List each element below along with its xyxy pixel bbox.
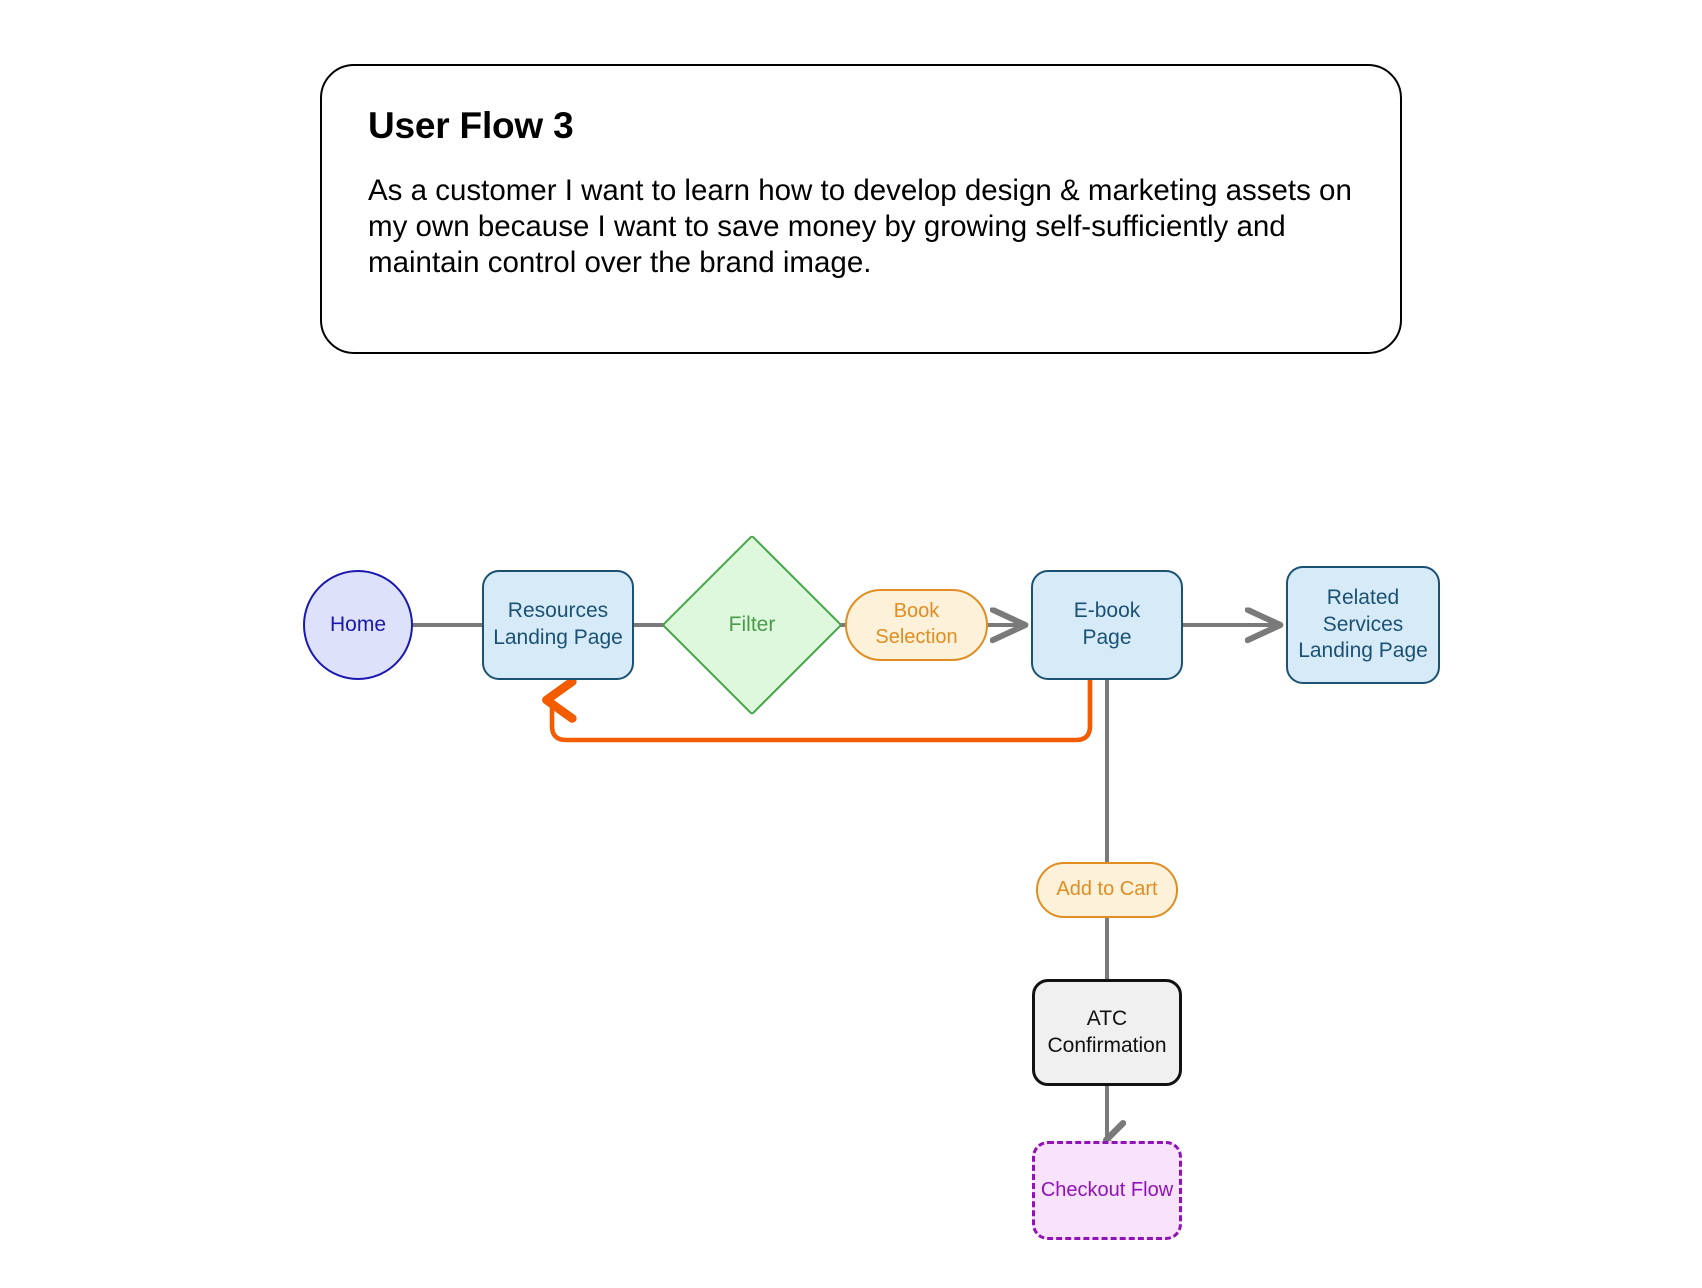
- node-filter-label: Filter: [728, 612, 776, 636]
- user-story-text: As a customer I want to learn how to dev…: [368, 173, 1352, 279]
- node-book-selection-label: Book Selection: [875, 600, 958, 648]
- node-resources-landing-page[interactable]: Resources Landing Page: [482, 570, 634, 680]
- node-add-to-cart-label: Add to Cart: [1056, 878, 1158, 901]
- node-related-services-landing-page-label: Related Services Landing Page: [1298, 585, 1428, 663]
- node-related-services-landing-page[interactable]: Related Services Landing Page: [1286, 566, 1440, 684]
- node-add-to-cart[interactable]: Add to Cart: [1036, 862, 1178, 918]
- node-book-selection[interactable]: Book Selection: [845, 589, 988, 661]
- node-ebook-page[interactable]: E-book Page: [1031, 570, 1183, 680]
- edge-ebook-resources-loop: [542, 677, 1093, 743]
- page-title: User Flow 3: [368, 105, 574, 146]
- user-flow-card: User Flow 3 As a customer I want to lear…: [320, 64, 1402, 354]
- node-ebook-page-label: E-book Page: [1073, 599, 1141, 649]
- node-home[interactable]: Home: [303, 570, 413, 680]
- node-atc-confirmation[interactable]: ATC Confirmation: [1032, 979, 1182, 1086]
- node-checkout-flow-label: Checkout Flow: [1040, 1178, 1174, 1201]
- node-atc-confirmation-label: ATC Confirmation: [1047, 1006, 1167, 1057]
- node-filter[interactable]: Filter: [661, 534, 843, 716]
- node-home-label: Home: [329, 612, 387, 636]
- node-resources-landing-page-label: Resources Landing Page: [493, 599, 623, 649]
- node-checkout-flow[interactable]: Checkout Flow: [1032, 1141, 1182, 1240]
